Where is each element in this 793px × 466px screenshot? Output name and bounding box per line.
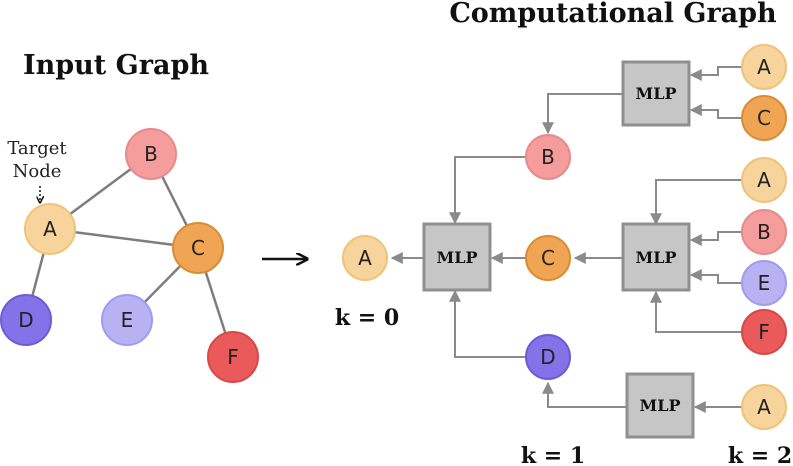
- svg-text:C: C: [191, 236, 205, 260]
- svg-text:C: C: [757, 106, 771, 130]
- target-node-annotation-line1: Target: [7, 138, 67, 159]
- input-node-f: F: [207, 331, 259, 383]
- comp-node-f-k2: F: [741, 309, 787, 355]
- svg-text:D: D: [540, 345, 555, 369]
- input-node-a: A: [24, 203, 76, 255]
- svg-text:E: E: [758, 271, 771, 295]
- k2-label: k = 2: [728, 443, 792, 466]
- comp-node-b-k1: B: [525, 134, 571, 180]
- svg-text:B: B: [757, 220, 771, 244]
- svg-text:A: A: [757, 395, 771, 419]
- svg-text:E: E: [121, 308, 134, 332]
- k0-label: k = 0: [335, 305, 399, 331]
- svg-text:B: B: [541, 145, 555, 169]
- svg-text:A: A: [358, 246, 372, 270]
- comp-node-b-k2: B: [741, 209, 787, 255]
- comp-node-a-k2-bottom: A: [741, 384, 787, 430]
- k1-label: k = 1: [521, 443, 585, 466]
- mlp-box-bottom: MLP: [625, 372, 695, 439]
- input-node-d: D: [0, 294, 52, 346]
- input-node-b: B: [125, 128, 177, 180]
- computational-graph-title: Computational Graph: [449, 0, 777, 29]
- comp-node-e-k2: E: [741, 260, 787, 306]
- comp-node-a-k2-top: A: [741, 44, 787, 90]
- svg-text:C: C: [541, 246, 555, 270]
- target-node-annotation-line2: Node: [13, 161, 62, 182]
- comp-node-c-k1: C: [525, 235, 571, 281]
- comp-node-a-k0: A: [342, 235, 388, 281]
- input-node-c: C: [172, 222, 224, 274]
- svg-text:A: A: [757, 55, 771, 79]
- svg-text:MLP: MLP: [437, 248, 478, 267]
- svg-text:MLP: MLP: [636, 248, 677, 267]
- svg-text:F: F: [227, 345, 239, 369]
- comp-node-a-k2-middle: A: [741, 157, 787, 203]
- mlp-box-main: MLP: [422, 222, 492, 292]
- comp-node-d-k1: D: [525, 334, 571, 380]
- svg-text:A: A: [757, 168, 771, 192]
- comp-node-c-k2: C: [741, 95, 787, 141]
- mlp-box-middle: MLP: [621, 222, 691, 292]
- input-graph-title: Input Graph: [23, 50, 209, 81]
- svg-text:D: D: [18, 308, 33, 332]
- svg-text:MLP: MLP: [640, 396, 681, 415]
- computational-graph-arrows: [390, 66, 742, 413]
- input-node-e: E: [101, 294, 153, 346]
- svg-text:A: A: [43, 217, 57, 241]
- svg-text:MLP: MLP: [636, 84, 677, 103]
- svg-text:B: B: [144, 142, 158, 166]
- svg-text:F: F: [758, 320, 770, 344]
- mlp-box-top: MLP: [621, 60, 691, 127]
